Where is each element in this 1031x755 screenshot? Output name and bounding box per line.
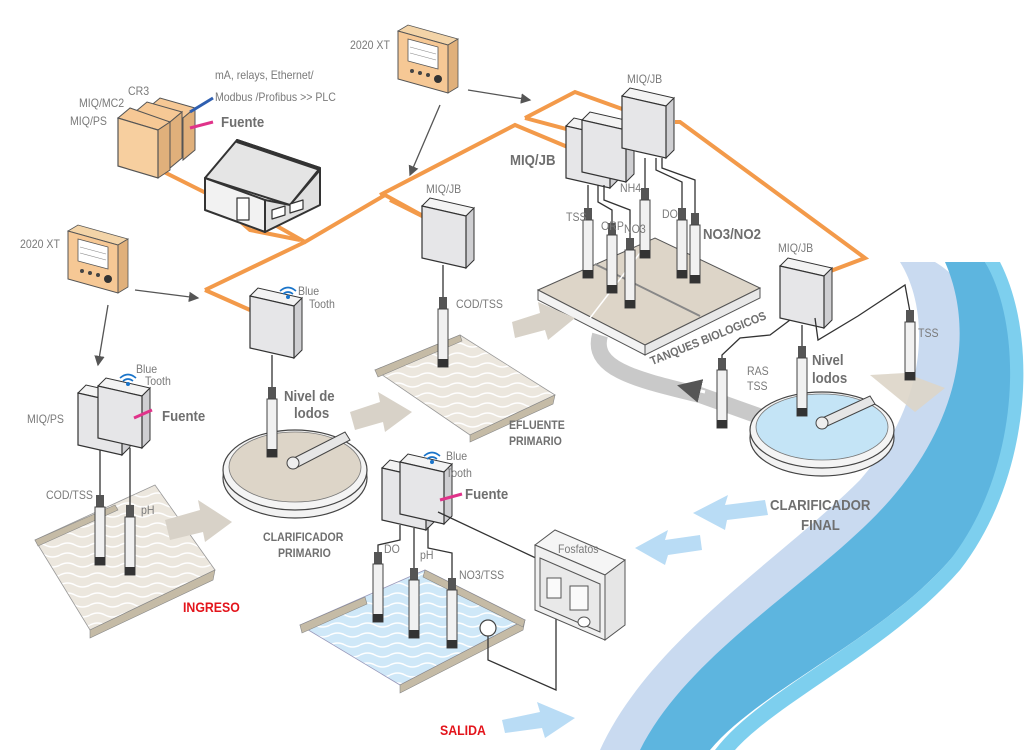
discharge-flow-arrows bbox=[502, 495, 768, 738]
process-flow-arrows bbox=[165, 302, 575, 542]
bio-sensor-label-orp: ORP bbox=[601, 219, 624, 233]
ras-label-line1: RAS bbox=[747, 364, 769, 378]
bluetooth-icon bbox=[279, 286, 297, 299]
salida-sensor-label-do: DO bbox=[384, 542, 400, 556]
probe-nivel-lodos-final bbox=[796, 345, 808, 417]
final-outflow-arrow bbox=[870, 373, 945, 412]
stage-title-clarificador-final-1: CLARIFICADOR bbox=[770, 497, 871, 514]
terminal-2020xt-top bbox=[397, 24, 459, 94]
power-label: Fuente bbox=[221, 114, 265, 131]
ras-label-line2: TSS bbox=[747, 379, 768, 393]
bluetooth-icon bbox=[423, 451, 441, 464]
module-label-cr3: CR3 bbox=[128, 84, 150, 98]
salida-power-cable bbox=[439, 492, 463, 502]
clarificador-primario-controller bbox=[249, 287, 303, 359]
bio-sensor-label-no3-no2: NO3/NO2 bbox=[703, 226, 761, 243]
probe-salida-ph bbox=[408, 567, 420, 639]
ingreso-sensor-label: COD/TSS bbox=[46, 488, 93, 502]
bluetooth-icon bbox=[119, 373, 137, 386]
plc-output-line2: Modbus /Profibus >> PLC bbox=[215, 90, 336, 104]
stage-title-efluente-2: PRIMARIO bbox=[509, 434, 562, 448]
efluente-primario-junction-box bbox=[421, 197, 475, 269]
bluetooth-label-line2: Tooth bbox=[145, 374, 171, 388]
plc-output-line1: mA, relays, Ethernet/ bbox=[215, 68, 314, 82]
phosphate-sample-intake bbox=[479, 619, 497, 637]
junction-box-label: MIQ/JB bbox=[627, 72, 663, 86]
junction-box-label: MIQ/JB bbox=[510, 152, 556, 169]
probe-ingreso-cod-tss bbox=[94, 494, 106, 566]
bio-sensor-label-do: DO bbox=[662, 207, 678, 221]
efluente-sensor-label: COD/TSS bbox=[456, 297, 503, 311]
probe-ras-tss bbox=[716, 357, 728, 429]
ras-flow-arrow bbox=[677, 379, 706, 403]
river bbox=[600, 262, 1024, 750]
junction-box-label: MIQ/JB bbox=[778, 241, 814, 255]
nivel-lodos-label-line1: Nivel de bbox=[284, 388, 335, 405]
bio-sensor-label-tss: TSS bbox=[566, 210, 587, 224]
nivel-lodos-final-line1: Nivel bbox=[812, 352, 844, 369]
nivel-lodos-label-line2: lodos bbox=[294, 405, 330, 422]
stage-title-clarificador-final-2: FINAL bbox=[801, 517, 840, 534]
bio-junction-box-2 bbox=[621, 87, 675, 159]
stage-title-ingreso: INGRESO bbox=[183, 599, 240, 615]
final-tss-label: TSS bbox=[918, 326, 939, 340]
terminal-label: 2020 XT bbox=[350, 38, 390, 52]
bluetooth-label-line2: Tooth bbox=[309, 297, 335, 311]
power-cable bbox=[189, 120, 214, 130]
ingreso-power-cable bbox=[133, 408, 153, 420]
probe-salida-do bbox=[372, 551, 384, 623]
bio-sensor-cables bbox=[587, 158, 696, 240]
salida-power-label: Fuente bbox=[465, 486, 509, 503]
fosfatos-label: Fosfatos bbox=[558, 542, 599, 556]
clarificador-primario bbox=[222, 429, 368, 519]
terminal-2020xt-left bbox=[67, 224, 129, 294]
probe-bio-do bbox=[676, 207, 688, 279]
bluetooth-label-line1: Blue bbox=[446, 449, 468, 463]
ingreso-power-label: Fuente bbox=[162, 408, 206, 425]
probe-efluente-cod-tss bbox=[437, 296, 449, 368]
final-junction-box bbox=[779, 257, 833, 329]
probe-final-tss bbox=[904, 309, 916, 381]
probe-ingreso-ph bbox=[124, 504, 136, 576]
probe-bio-orp bbox=[606, 222, 618, 294]
salida-controller-module bbox=[399, 453, 453, 525]
salida-sensor-label-ph: pH bbox=[420, 548, 434, 562]
salida-sensor-label-no3-tss: NO3/TSS bbox=[459, 568, 505, 582]
stage-title-clarificador-primario-2: PRIMARIO bbox=[278, 546, 331, 560]
terminal-links bbox=[94, 89, 532, 367]
module-label-miq-ps: MIQ/PS bbox=[70, 114, 107, 128]
bluetooth-label-line2: Tooth bbox=[446, 466, 472, 480]
terminal-label: 2020 XT bbox=[20, 237, 60, 251]
module-label-miq-mc2: MIQ/MC2 bbox=[79, 96, 125, 110]
bluetooth-label-line1: Blue bbox=[136, 362, 158, 376]
clarificador-final bbox=[749, 391, 895, 477]
ingreso-sensor-label: pH bbox=[141, 503, 155, 517]
stage-title-salida: SALIDA bbox=[440, 722, 486, 738]
stage-title-clarificador-primario-1: CLARIFICADOR bbox=[263, 530, 344, 544]
probe-bio-no3 bbox=[624, 237, 636, 309]
probe-nivel-lodos-primario bbox=[266, 386, 278, 458]
control-house-icon bbox=[204, 139, 321, 233]
fosfatos-analyzer bbox=[534, 529, 626, 641]
stage-title-efluente-1: EFLUENTE bbox=[509, 418, 565, 432]
final-sensor-cables bbox=[721, 283, 911, 362]
bio-sensor-label-no3: NO3 bbox=[624, 222, 646, 236]
probe-salida-no3-tss bbox=[446, 577, 458, 649]
junction-box-label: MIQ/JB bbox=[426, 182, 462, 196]
ingreso-controller-label: MIQ/PS bbox=[27, 412, 64, 426]
salida-sensor-cables bbox=[377, 511, 557, 691]
bio-sensor-label-nh4: NH4 bbox=[620, 181, 642, 195]
probe-bio-no3-no2 bbox=[689, 212, 701, 284]
nivel-lodos-final-line2: lodos bbox=[812, 370, 848, 387]
control-room-modules bbox=[116, 96, 214, 179]
tanques-biologicos bbox=[536, 237, 762, 356]
plc-cable bbox=[189, 96, 214, 114]
bluetooth-label-line1: Blue bbox=[298, 284, 320, 298]
